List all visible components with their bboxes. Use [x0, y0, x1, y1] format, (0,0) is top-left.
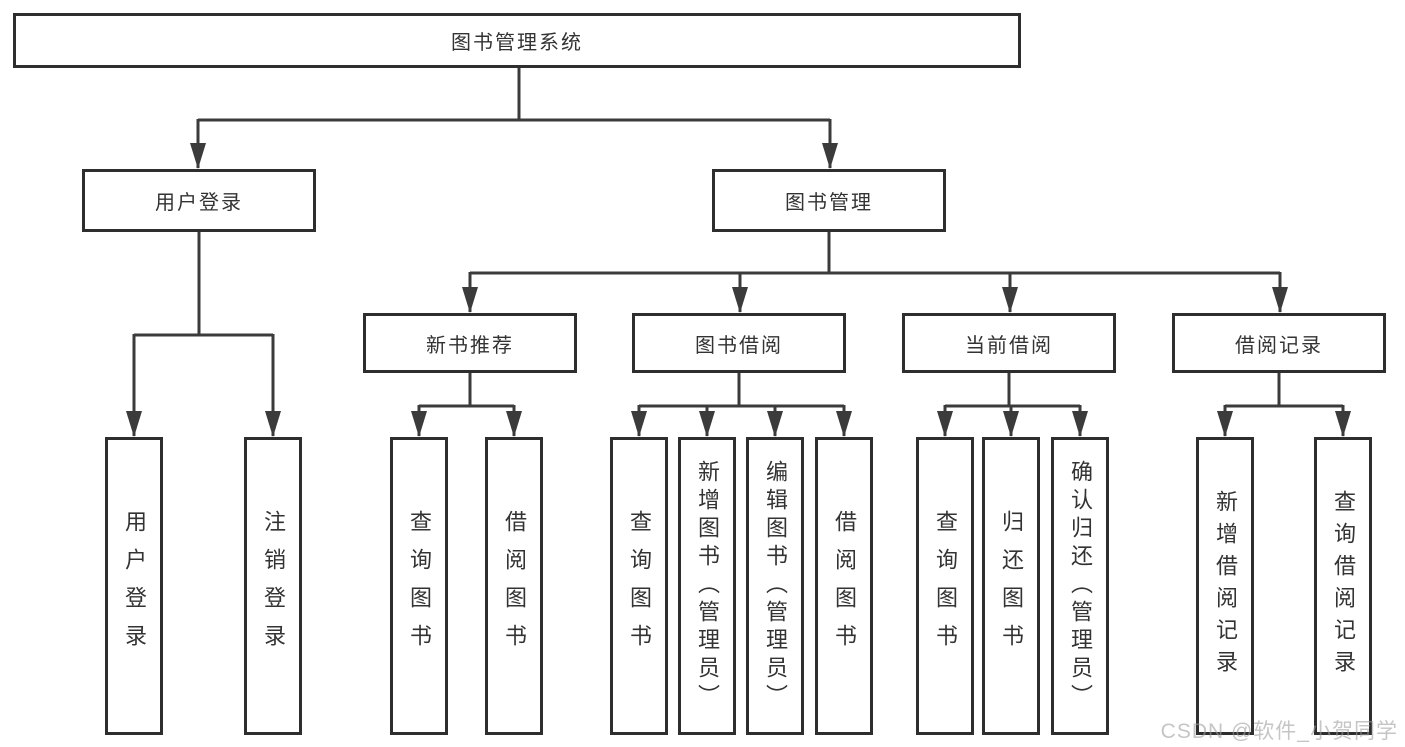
leaf-user-login: 用户登录 — [105, 437, 163, 735]
leaf-nbr-borrow-books: 借阅图书 — [485, 437, 543, 735]
leaf-nbr-query-books: 查询图书 — [390, 437, 448, 735]
node-book-management-label: 图书管理 — [785, 192, 873, 214]
node-root: 图书管理系统 — [13, 13, 1021, 68]
node-user-login: 用户登录 — [82, 169, 316, 232]
node-borrow-records-label: 借阅记录 — [1235, 334, 1323, 357]
leaf-bb-add-books-admin: 新增图书（管理员） — [678, 437, 736, 735]
node-current-borrow: 当前借阅 — [902, 313, 1116, 373]
node-new-book-recommend-label: 新书推荐 — [426, 334, 514, 357]
node-book-borrow: 图书借阅 — [632, 313, 846, 373]
arrowheads — [126, 143, 1351, 437]
leaf-br-query-record: 查询借阅记录 — [1314, 437, 1372, 735]
leaf-cb-query-books: 查询图书 — [916, 437, 974, 735]
node-book-management: 图书管理 — [712, 169, 946, 232]
leaf-cb-return-books: 归还图书 — [982, 437, 1040, 735]
leaf-bb-edit-books-admin: 编辑图书（管理员） — [746, 437, 804, 735]
node-root-label: 图书管理系统 — [451, 32, 583, 54]
node-new-book-recommend: 新书推荐 — [363, 313, 577, 373]
node-borrow-records: 借阅记录 — [1172, 313, 1386, 373]
leaf-bb-query-books: 查询图书 — [610, 437, 668, 735]
leaf-cb-confirm-return-admin: 确认归还（管理员） — [1051, 437, 1109, 735]
leaf-bb-borrow-books: 借阅图书 — [815, 437, 873, 735]
csdn-watermark: CSDN @软件_小贺同学 — [1160, 720, 1398, 743]
node-current-borrow-label: 当前借阅 — [965, 334, 1053, 357]
leaf-logout: 注销登录 — [244, 437, 302, 735]
node-user-login-label: 用户登录 — [155, 192, 243, 214]
node-book-borrow-label: 图书借阅 — [695, 334, 783, 357]
leaf-br-add-record: 新增借阅记录 — [1196, 437, 1254, 735]
